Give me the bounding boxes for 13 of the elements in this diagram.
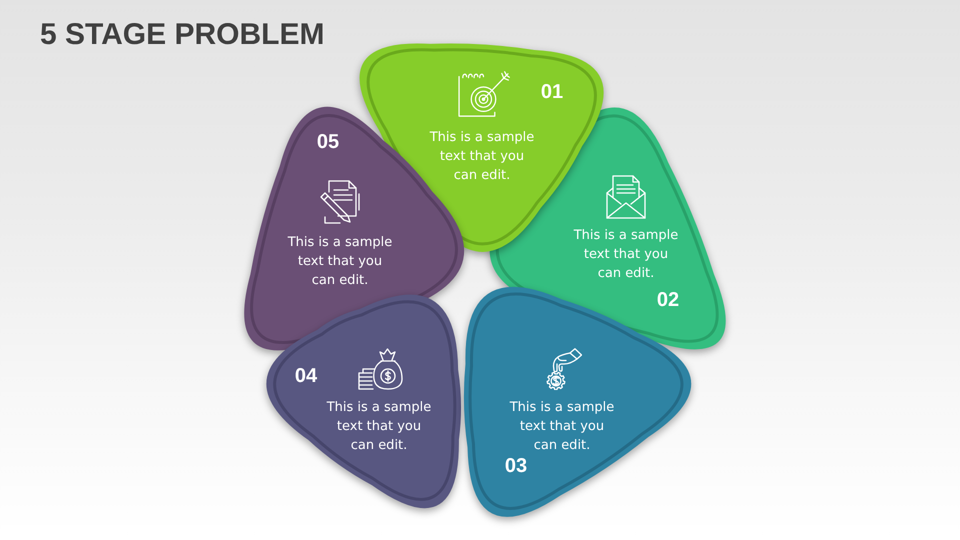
description-text: This is a sample text that you can edit. [326, 399, 432, 455]
description-text: This is a sample text that you can edit. [286, 234, 394, 290]
stage-card [463, 286, 692, 517]
slide-title: 5 STAGE PROBLEM [40, 17, 324, 53]
step-number: 02 [656, 289, 680, 311]
step-number: 05 [316, 131, 340, 153]
stage-card [266, 294, 462, 509]
description-text: This is a sample text that you can edit. [428, 129, 536, 185]
step-number: 03 [504, 455, 528, 477]
description-text: This is a sample text that you can edit. [572, 227, 680, 283]
step-number: 01 [540, 81, 564, 103]
step-number: 04 [294, 365, 318, 387]
description-text: This is a sample text that you can edit. [508, 399, 616, 455]
